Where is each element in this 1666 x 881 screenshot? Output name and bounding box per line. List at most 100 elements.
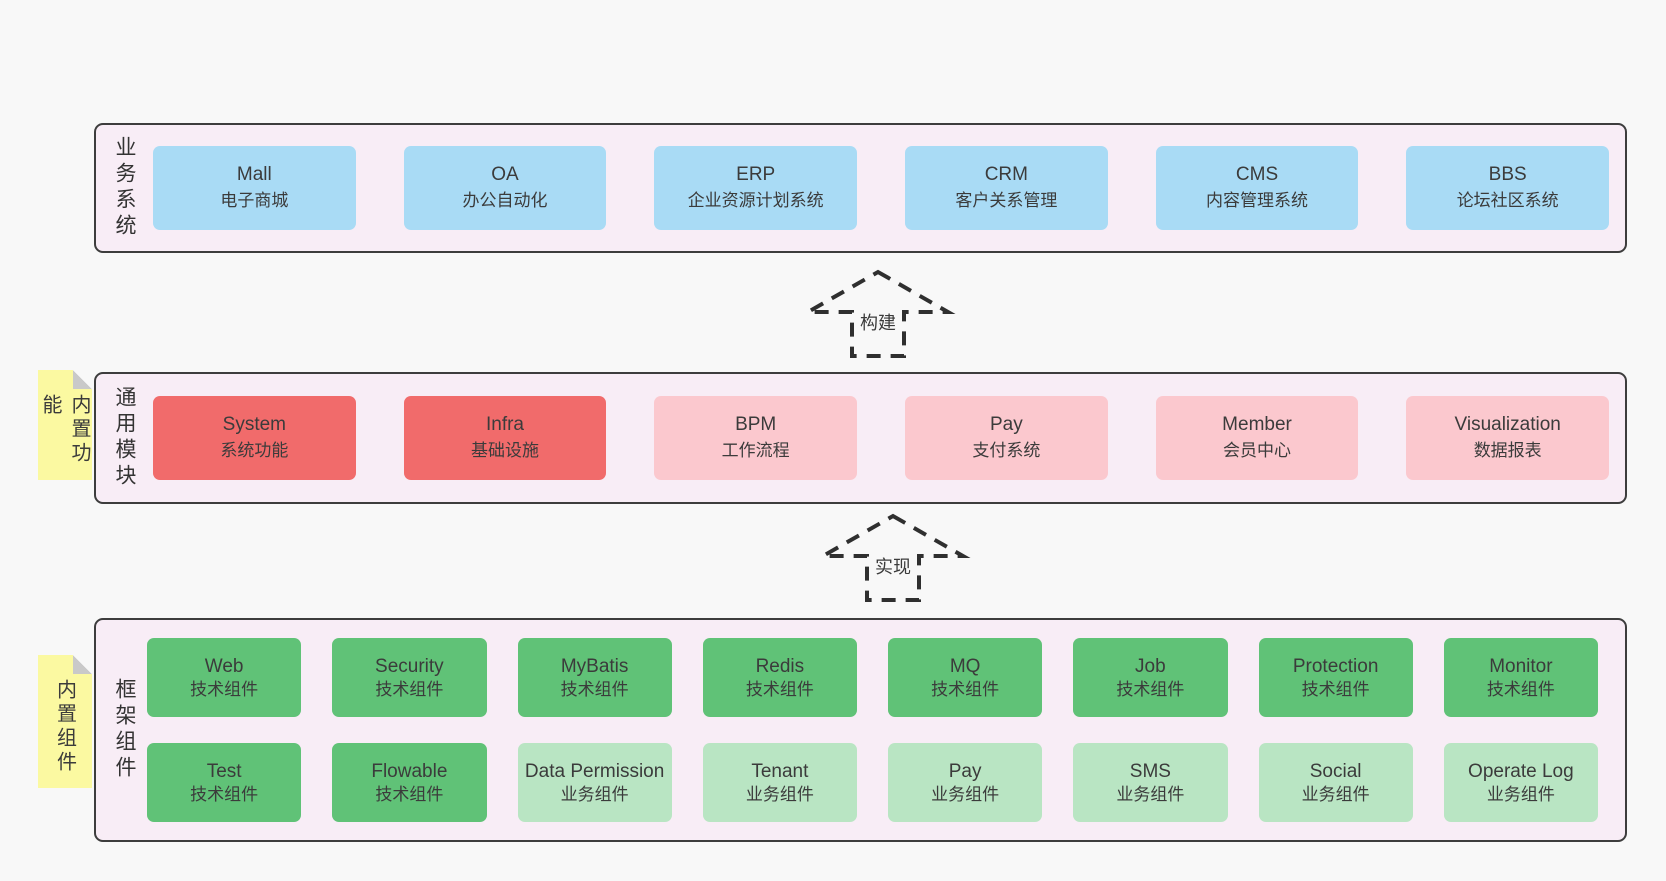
box-redis: Redis 技术组件	[702, 638, 857, 717]
framework-components-grid: Web 技术组件 Security 技术组件 MyBatis 技术组件 Redi…	[147, 620, 1598, 840]
box-subtitle: 系统功能	[220, 441, 289, 461]
box-subtitle: 论坛社区系统	[1456, 191, 1559, 211]
box-subtitle: 支付系统	[972, 441, 1041, 461]
box-subtitle: 技术组件	[931, 679, 1000, 699]
box-subtitle: 电子商城	[220, 191, 289, 211]
box-subtitle: 业务组件	[931, 784, 1000, 804]
box-subtitle: 会员中心	[1223, 441, 1292, 461]
box-title: System	[222, 414, 287, 436]
box-title: Infra	[485, 414, 525, 436]
box-title: Tenant	[751, 760, 809, 782]
box-title: Web	[204, 655, 244, 677]
business-systems-row-label: 业务系统	[113, 136, 136, 240]
box-title: Pay	[948, 760, 982, 782]
box-mybatis: MyBatis 技术组件	[517, 638, 672, 717]
box-tenant: Tenant 业务组件	[702, 743, 857, 822]
business-systems-boxes: Mall 电子商城 OA 办公自动化 ERP 企业资源计划系统 CRM 客户关系…	[153, 125, 1610, 251]
common-modules-row-label: 通用模块	[113, 386, 136, 490]
box-cms: CMS 内容管理系统	[1155, 146, 1359, 230]
box-title: Protection	[1292, 655, 1379, 677]
box-title: Social	[1309, 760, 1362, 782]
build-arrow-label: 构建	[856, 309, 900, 335]
box-title: BBS	[1488, 164, 1527, 186]
box-subtitle: 工作流程	[721, 441, 790, 461]
box-subtitle: 业务组件	[1116, 784, 1185, 804]
framework-components-row-label: 框架组件	[113, 678, 136, 782]
box-title: Redis	[755, 655, 805, 677]
box-title: Visualization	[1454, 414, 1561, 436]
box-title: CMS	[1235, 164, 1279, 186]
box-job: Job 技术组件	[1073, 638, 1228, 717]
implement-arrow: 实现	[815, 513, 971, 602]
box-subtitle: 技术组件	[1486, 679, 1555, 699]
box-title: CRM	[984, 164, 1028, 186]
box-test: Test 技术组件	[147, 743, 302, 822]
box-title: OA	[491, 164, 519, 186]
box-title: Test	[206, 760, 242, 782]
box-crm: CRM 客户关系管理	[905, 146, 1108, 230]
box-social: Social 业务组件	[1258, 743, 1413, 822]
box-flowable: Flowable 技术组件	[332, 743, 487, 822]
box-subtitle: 企业资源计划系统	[687, 191, 824, 211]
box-subtitle: 技术组件	[1301, 679, 1370, 699]
box-title: Flowable	[371, 760, 448, 782]
common-modules-boxes: System 系统功能 Infra 基础设施 BPM 工作流程 Pay 支付系统…	[153, 374, 1610, 502]
box-sms: SMS 业务组件	[1073, 743, 1228, 822]
box-title: Monitor	[1489, 655, 1553, 677]
implement-arrow-label: 实现	[871, 553, 915, 579]
box-operate-log: Operate Log 业务组件	[1443, 743, 1598, 822]
box-title: Data Permission	[524, 760, 665, 782]
box-title: Security	[375, 655, 444, 677]
box-subtitle: 技术组件	[190, 679, 259, 699]
box-subtitle: 业务组件	[745, 784, 814, 804]
box-title: Job	[1135, 655, 1166, 677]
box-subtitle: 业务组件	[1486, 784, 1555, 804]
box-title: MQ	[949, 655, 981, 677]
box-subtitle: 业务组件	[560, 784, 629, 804]
box-subtitle: 客户关系管理	[955, 191, 1058, 211]
common-modules-panel: 通用模块 System 系统功能 Infra 基础设施 BPM 工作流程 Pay…	[94, 372, 1627, 504]
box-web: Web 技术组件	[147, 638, 302, 717]
box-monitor: Monitor 技术组件	[1443, 638, 1598, 717]
up-arrow-icon	[815, 513, 971, 602]
built-in-components-sticky: 内置组件	[38, 655, 92, 788]
box-visualization: Visualization 数据报表	[1406, 396, 1610, 480]
box-data-permission: Data Permission 业务组件	[517, 743, 672, 822]
box-infra: Infra 基础设施	[403, 396, 607, 480]
box-title: Operate Log	[1468, 760, 1574, 782]
box-security: Security 技术组件	[332, 638, 487, 717]
box-erp: ERP 企业资源计划系统	[654, 146, 858, 230]
build-arrow: 构建	[800, 269, 956, 358]
box-subtitle: 基础设施	[471, 441, 539, 461]
box-subtitle: 技术组件	[560, 679, 629, 699]
built-in-features-sticky-label: 内置功能	[39, 394, 90, 466]
box-title: MyBatis	[560, 655, 629, 677]
built-in-components-sticky-label: 内置组件	[53, 679, 76, 775]
box-member: Member 会员中心	[1155, 396, 1359, 480]
box-oa: OA 办公自动化	[403, 146, 607, 230]
box-pay-component: Pay 业务组件	[888, 743, 1043, 822]
box-mall: Mall 电子商城	[153, 146, 356, 230]
box-title: Pay	[989, 414, 1023, 436]
box-title: BPM	[735, 414, 777, 436]
business-systems-panel: 业务系统 Mall 电子商城 OA 办公自动化 ERP 企业资源计划系统 CRM…	[94, 123, 1627, 253]
box-title: ERP	[736, 164, 776, 186]
framework-components-panel: 框架组件 Web 技术组件 Security 技术组件 MyBatis 技术组件…	[94, 618, 1627, 842]
box-protection: Protection 技术组件	[1258, 638, 1413, 717]
box-subtitle: 技术组件	[375, 679, 444, 699]
box-mq: MQ 技术组件	[888, 638, 1043, 717]
box-subtitle: 技术组件	[375, 784, 444, 804]
built-in-features-sticky: 内置功能	[38, 370, 92, 480]
box-subtitle: 技术组件	[190, 784, 259, 804]
box-bbs: BBS 论坛社区系统	[1406, 146, 1610, 230]
up-arrow-icon	[800, 269, 956, 358]
box-subtitle: 办公自动化	[462, 191, 548, 211]
box-title: Mall	[236, 164, 272, 186]
box-pay-module: Pay 支付系统	[905, 396, 1108, 480]
box-subtitle: 数据报表	[1473, 441, 1542, 461]
box-bpm: BPM 工作流程	[654, 396, 858, 480]
box-subtitle: 内容管理系统	[1206, 191, 1309, 211]
box-title: SMS	[1129, 760, 1171, 782]
box-subtitle: 技术组件	[745, 679, 814, 699]
